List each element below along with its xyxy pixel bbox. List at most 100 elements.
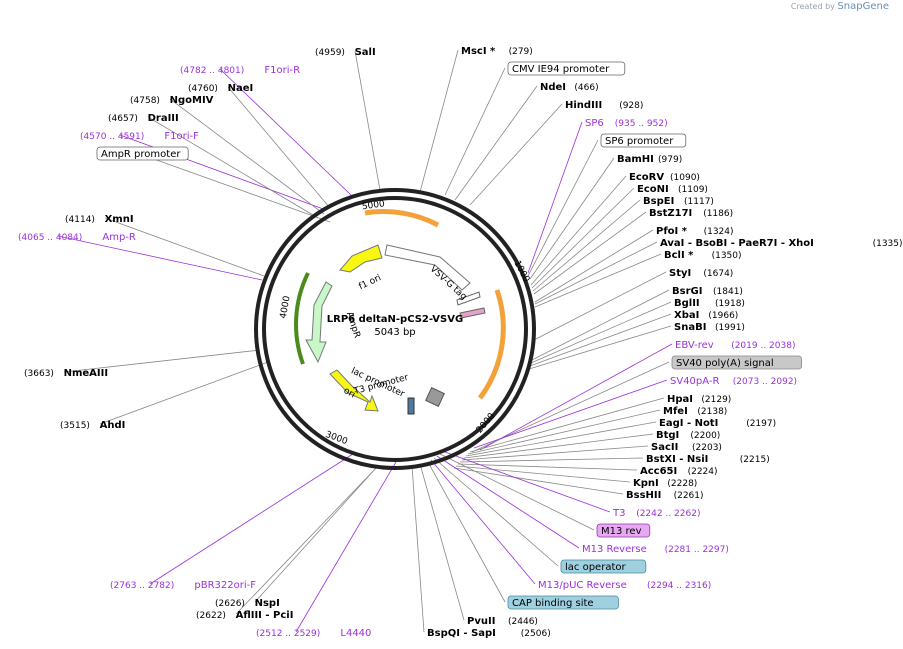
site-label[interactable]: XbaI(1966) [674,310,738,321]
feature-box [671,355,803,370]
site-label[interactable]: (4959)SalI [315,47,376,58]
leader-line [454,85,538,201]
site-label[interactable]: (4758)NgoMIV [130,95,214,106]
site-label[interactable]: EcoRV(1090) [629,172,700,183]
site-label[interactable]: AmpR promoter [96,146,189,161]
site-label[interactable]: HindIII(928) [565,100,643,111]
site-label[interactable]: (3663)NmeAIII [24,368,108,379]
feature-box [507,595,619,610]
leader-line [419,463,465,621]
feature-box-label: SP6 promoter [605,136,674,147]
site-label[interactable]: BspQI - SapI(2506) [427,628,551,639]
leader-line [147,116,319,219]
site-label[interactable]: (4114)XmnI [65,214,134,225]
site-label[interactable]: BstXI - NsiI(2215) [646,454,770,465]
site-label[interactable]: EBV-rev(2019 .. 2038) [675,340,795,351]
site-label[interactable]: (4657)DraIII [108,113,179,124]
primer-name: Amp-R [102,232,136,243]
credit-prefix: Created by [790,2,835,11]
site-label[interactable]: HpaI(2129) [667,394,731,405]
enzyme-name: KpnI [633,478,659,489]
site-label[interactable]: BspEI(1117) [643,196,714,207]
site-label[interactable]: BstZ17I(1186) [649,208,733,219]
site-label[interactable]: (3515)AhdI [60,420,125,431]
enzyme-name: EagI - NotI [659,418,718,429]
leader-line [527,121,583,274]
site-label[interactable]: BssHII(2261) [626,490,704,501]
leader-line [430,459,536,585]
site-label[interactable]: T3(2242 .. 2262) [612,508,700,519]
site-label[interactable]: SnaBI(1991) [674,322,745,333]
leader-line [534,229,654,303]
site-label[interactable]: CAP binding site [507,595,619,610]
credit-brand: SnapGene [837,1,889,12]
enzyme-name: SalI [355,47,376,58]
leader-line [529,157,615,280]
enzyme-name: BspEI [643,196,674,207]
enzyme-position: (2138) [697,407,727,417]
primer-position: (4065 .. 4084) [18,233,82,243]
site-label[interactable]: (2512 .. 2529)L4440 [256,628,371,639]
leader-line [530,301,672,364]
site-label[interactable]: SV40 poly(A) signal [671,355,803,370]
feature-box [96,146,189,161]
site-label[interactable]: KpnI(2228) [633,478,697,489]
site-label[interactable]: (2626)NspI [215,598,280,609]
site-label[interactable]: PfoI *(1324) [656,226,734,237]
site-label[interactable]: lac operator [560,559,647,574]
site-label[interactable]: CMV IE94 promoter [507,61,626,76]
leader-line [469,397,665,453]
enzyme-position: (928) [619,101,643,111]
site-label[interactable]: (4782 .. 4801)F1ori-R [180,65,300,76]
primer-position: (2019 .. 2038) [731,341,795,351]
site-label[interactable]: (4065 .. 4084) Amp-R [18,232,136,243]
site-label[interactable]: MscI * (279) [461,46,533,57]
site-label[interactable]: BglII(1918) [674,298,745,309]
enzyme-position: (979) [658,155,682,165]
site-label[interactable]: MfeI(2138) [663,406,727,417]
leader-line [427,461,506,603]
site-label[interactable]: StyI(1674) [669,268,733,279]
site-label[interactable]: AvaI - BsoBI - PaeR7I - XhoI(1335) [660,238,903,249]
site-label[interactable]: PvuII(2446) [467,616,538,627]
leader-line [527,139,599,277]
site-label[interactable]: EcoNI(1109) [637,184,708,195]
leader-line [531,187,635,289]
site-label[interactable]: SP6 promoter [600,133,687,148]
site-label[interactable]: BtgI(2200) [656,430,720,441]
site-label[interactable]: M13 Reverse(2281 .. 2297) [582,544,729,555]
site-label[interactable]: SacII(2203) [651,442,722,453]
leader-line [63,349,261,373]
leader-line [457,463,638,471]
primer-position: (2073 .. 2092) [733,377,797,387]
site-label[interactable]: SV40pA-R(2073 .. 2092) [670,376,797,387]
enzyme-name: MscI * [461,46,496,57]
site-label[interactable]: SP6(935 .. 952) [585,118,668,129]
leader-line [119,134,327,211]
site-label[interactable]: (4760)NaeI [188,83,253,94]
site-label[interactable]: NdeI(466) [540,82,599,93]
site-label[interactable]: Acc65I(2224) [640,466,718,477]
leader-line [57,235,263,281]
primer-position: (4570 .. 4591) [80,132,144,142]
site-label[interactable]: BclI *(1350) [664,250,742,261]
site-label[interactable]: BsrGI(1841) [672,286,743,297]
site-label[interactable]: M13/pUC Reverse(2294 .. 2316) [538,580,711,591]
site-label[interactable]: (4570 .. 4591)F1ori-F [80,131,199,142]
site-label[interactable]: (2622)AflIII - PciI [196,610,293,621]
enzyme-position: (3515) [60,421,90,431]
feature-arc-ampr-outer [294,272,310,365]
site-label[interactable]: M13 rev [596,523,651,538]
site-label[interactable]: EagI - NotI(2197) [659,418,776,429]
enzyme-position: (1324) [704,227,734,237]
enzyme-name: HpaI [667,394,693,405]
site-label[interactable]: (2763 .. 2782)pBR322ori-F [110,580,256,591]
feature-box-label: M13 rev [601,526,642,537]
enzyme-position: (279) [509,47,533,57]
enzyme-position: (1109) [678,185,708,195]
enzyme-name: NmeAIII [64,368,108,379]
enzyme-name: BstZ17I [649,208,692,219]
leader-line [235,465,379,615]
site-label[interactable]: BamHI(979) [617,154,682,165]
